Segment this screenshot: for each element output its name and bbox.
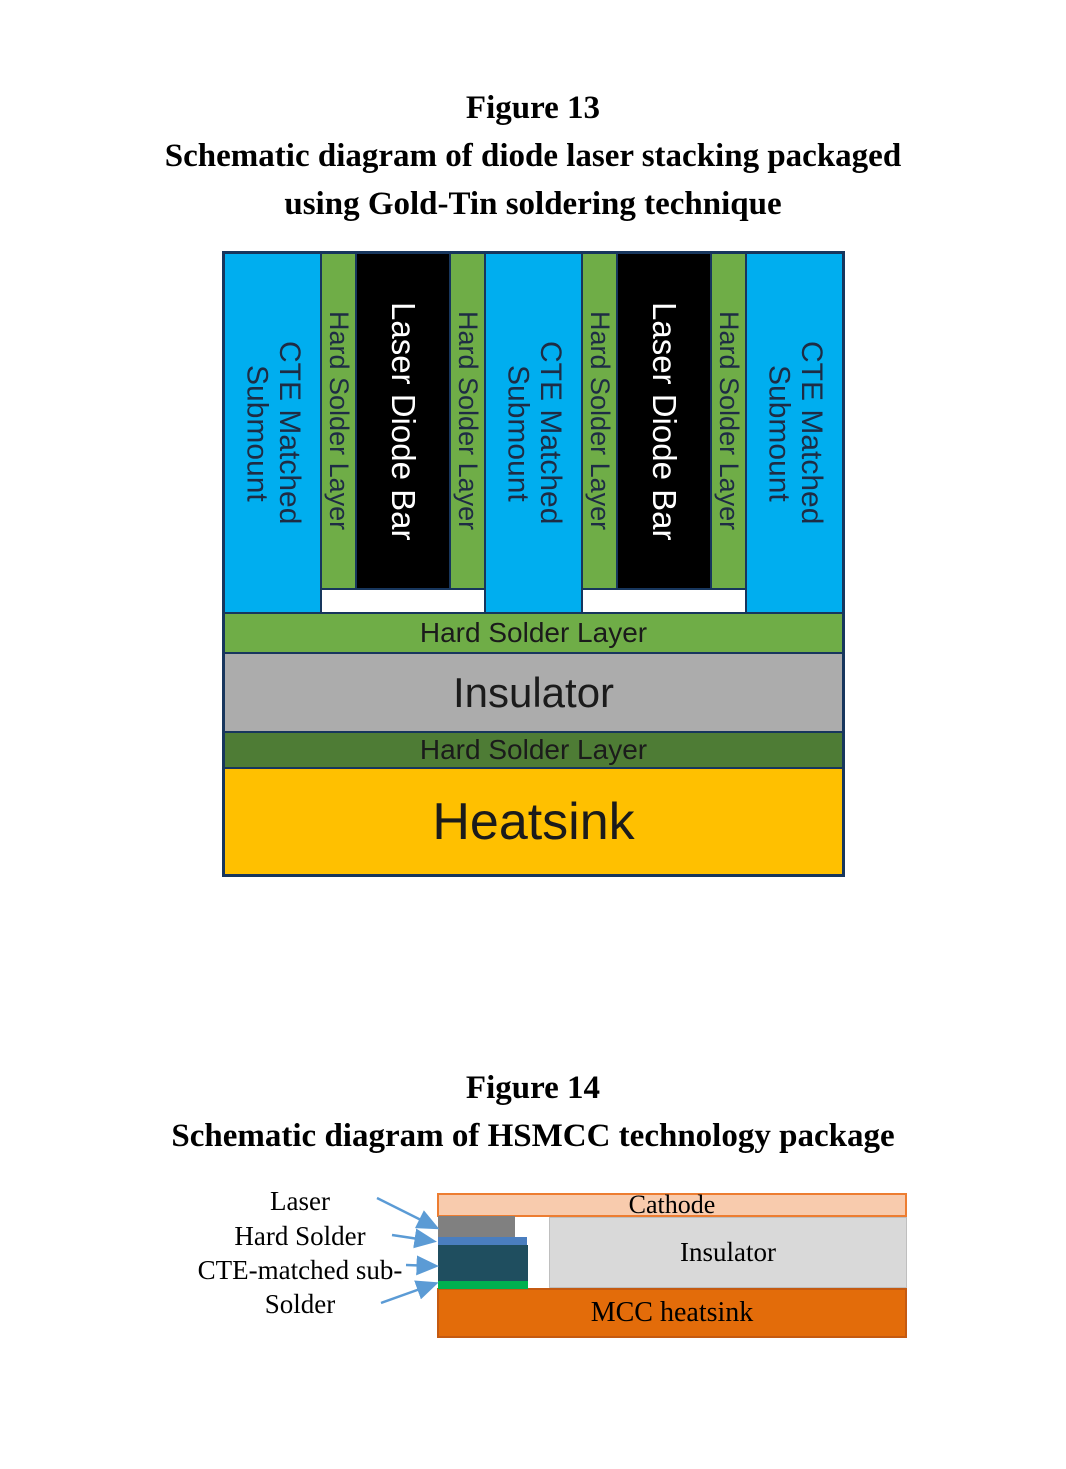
cte-matched-submount-block — [438, 1245, 528, 1281]
figure14-diagram: Cathode Insulator MCC heatsink Laser Har… — [155, 1185, 915, 1350]
callout-cte-matched-sub: CTE-matched sub- — [197, 1255, 403, 1285]
insulator-block: Insulator — [549, 1217, 907, 1288]
laser-diode-bar: Laser Diode Bar — [616, 254, 712, 588]
callout-solder: Solder — [264, 1289, 336, 1319]
hard-solder-strip-label: Hard Solder Layer — [714, 311, 745, 531]
hard-solder-strip-label: Hard Solder Layer — [585, 311, 616, 531]
figure13-diagram: CTE Matched Submount Hard Solder Layer L… — [222, 251, 845, 877]
cte-matched-submount-column: CTE Matched Submount — [486, 254, 581, 612]
hard-solder-strip-label: Hard Solder Layer — [453, 311, 484, 531]
cte-matched-submount-label: CTE Matched Submount — [240, 341, 306, 525]
figure13-title: Figure 13 — [465, 90, 601, 126]
figure13-title-block: Figure 13 Schematic diagram of diode las… — [0, 84, 1066, 228]
solder-strip — [438, 1281, 528, 1289]
cte-matched-submount-label: CTE Matched Submount — [762, 341, 828, 525]
figure14-title: Figure 14 — [465, 1070, 601, 1106]
hard-solder-strip: Hard Solder Layer — [451, 254, 484, 588]
insulator-layer: Insulator — [225, 652, 842, 731]
hard-solder-strip — [438, 1237, 527, 1245]
laser-diode-bar: Laser Diode Bar — [355, 254, 451, 588]
laser-diode-bar-label: Laser Diode Bar — [384, 301, 422, 541]
cte-matched-submount-column: CTE Matched Submount — [225, 254, 320, 612]
laser-diode-bar-label: Laser Diode Bar — [645, 301, 683, 541]
hard-solder-layer-top: Hard Solder Layer — [225, 612, 842, 652]
figure13-subtitle-line1: Schematic diagram of diode laser stackin… — [164, 138, 902, 174]
laser-block — [438, 1216, 515, 1237]
hard-solder-strip: Hard Solder Layer — [712, 254, 745, 588]
callout-labels: Laser Hard Solder CTE-matched sub- Solde… — [165, 1185, 435, 1325]
figure14-title-block: Figure 14 Schematic diagram of HSMCC tec… — [0, 1064, 1066, 1160]
heatsink-layer: Heatsink — [225, 767, 842, 874]
figure13-column-stack: CTE Matched Submount Hard Solder Layer L… — [225, 254, 842, 612]
figure14-subtitle: Schematic diagram of HSMCC technology pa… — [171, 1118, 895, 1154]
hard-solder-strip: Hard Solder Layer — [583, 254, 616, 588]
laser-bar-assembly: Hard Solder Layer Laser Diode Bar Hard S… — [581, 254, 747, 612]
callout-hard-solder: Hard Solder — [234, 1221, 366, 1251]
cte-matched-submount-label: CTE Matched Submount — [501, 341, 567, 525]
mcc-heatsink-bar: MCC heatsink — [437, 1288, 907, 1338]
figure13-subtitle-line2: using Gold-Tin soldering technique — [284, 186, 782, 222]
white-gap — [322, 590, 484, 612]
hard-solder-strip-label: Hard Solder Layer — [324, 311, 355, 531]
cathode-bar: Cathode — [437, 1190, 907, 1219]
white-gap — [583, 590, 745, 612]
hard-solder-strip: Hard Solder Layer — [322, 254, 355, 588]
laser-bar-assembly: Hard Solder Layer Laser Diode Bar Hard S… — [320, 254, 486, 612]
callout-laser: Laser — [270, 1186, 330, 1216]
cte-matched-submount-column: CTE Matched Submount — [747, 254, 842, 612]
hard-solder-layer-bottom: Hard Solder Layer — [225, 731, 842, 767]
